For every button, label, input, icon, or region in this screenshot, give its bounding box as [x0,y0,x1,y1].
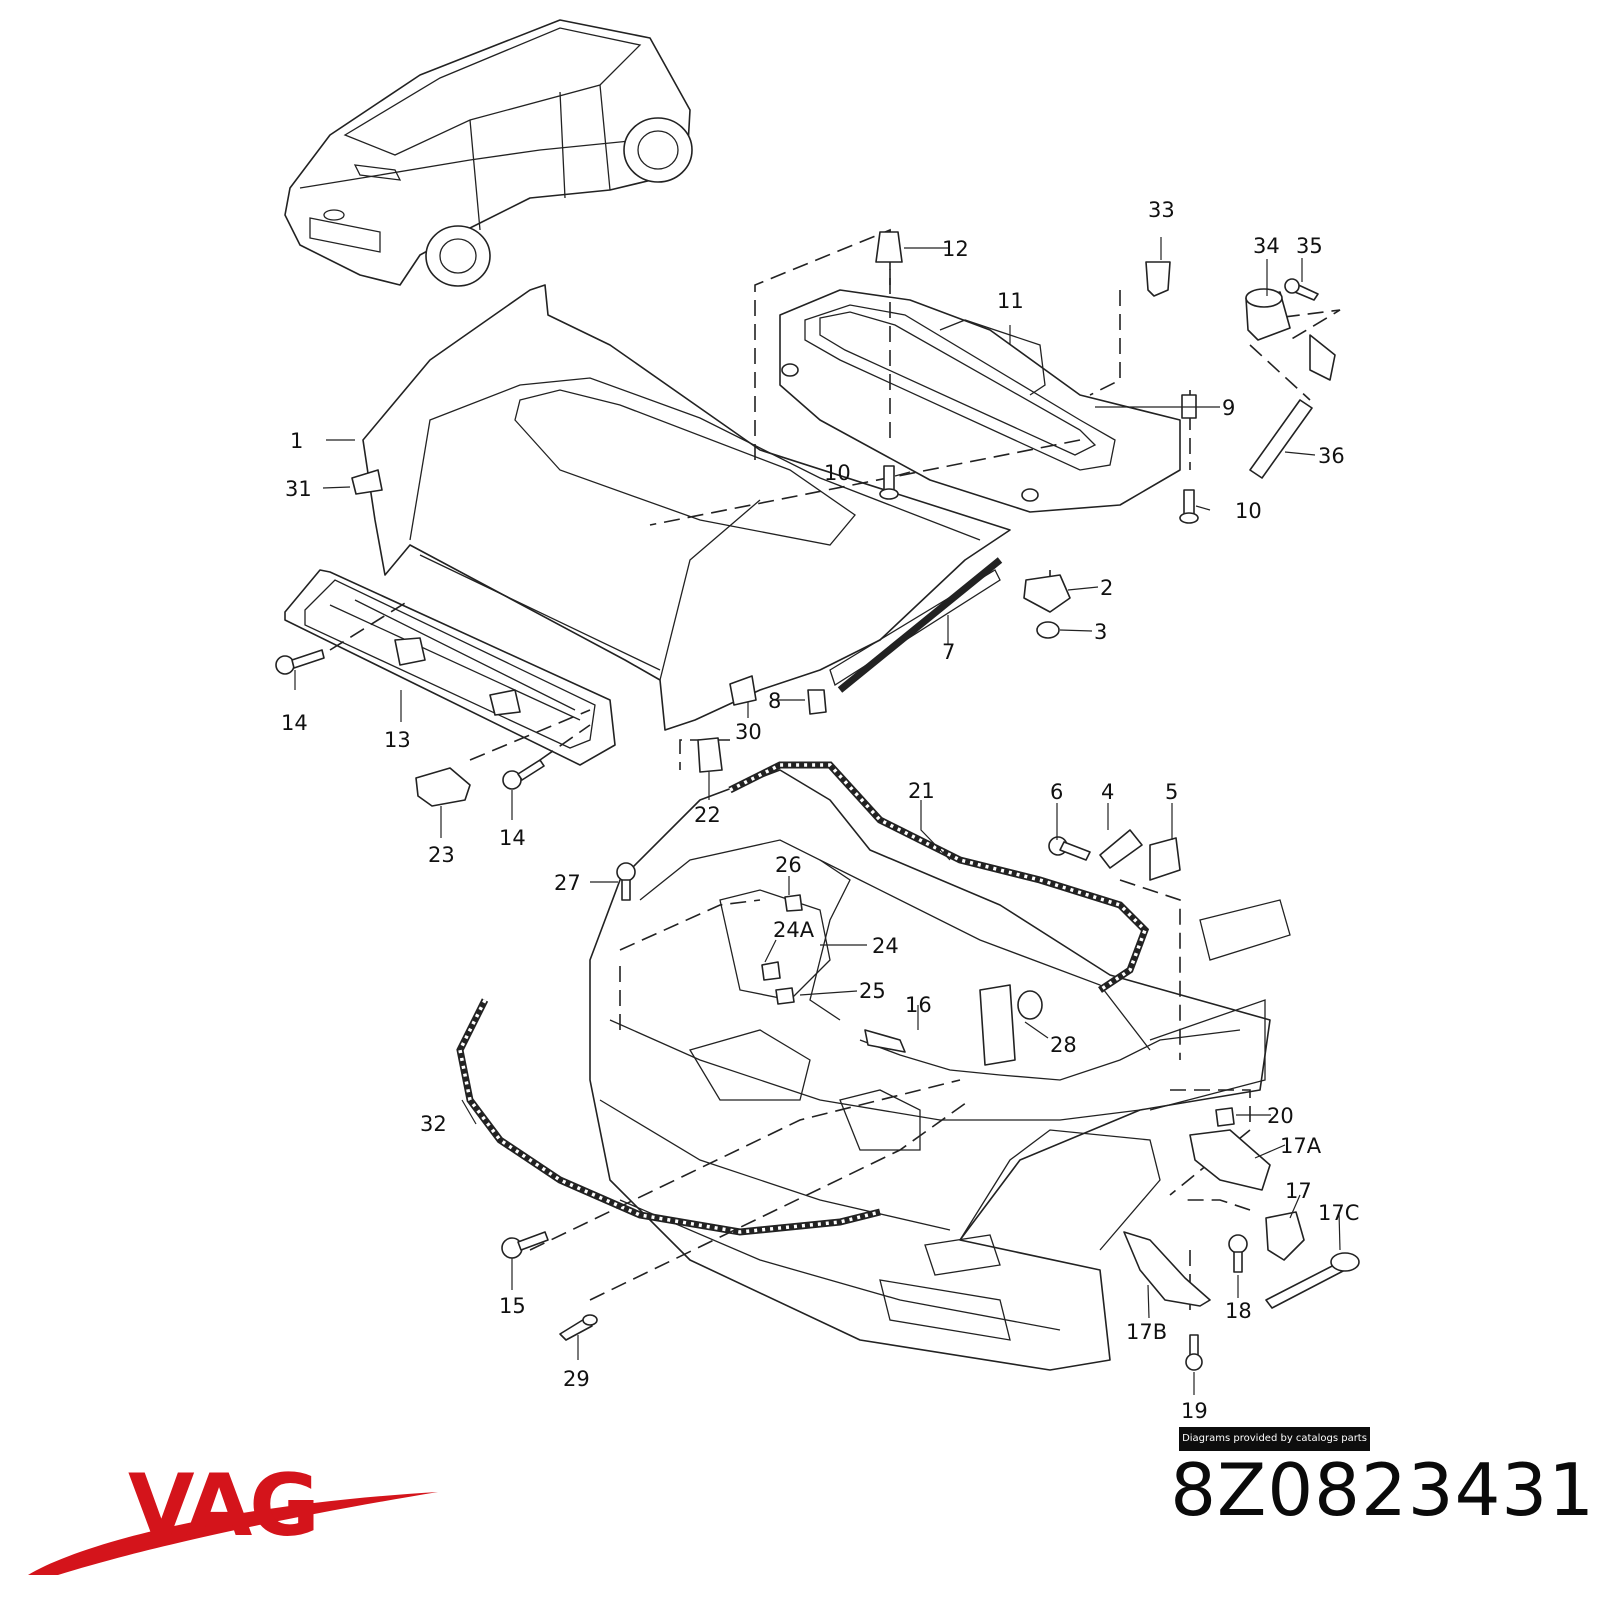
callout-17B: 17B [1126,1320,1167,1344]
callout-31: 31 [285,477,312,501]
callout-8: 8 [768,689,781,713]
engine-bay-front [589,769,1291,1371]
callout-2: 2 [1100,576,1113,600]
callout-33: 33 [1148,198,1175,222]
callout-9: 9 [1222,396,1235,420]
logo-text: VAG [128,1456,317,1556]
callout-17A: 17A [1280,1134,1322,1158]
callout-24: 24 [872,934,899,958]
callout-6: 6 [1050,780,1063,804]
callout-15: 15 [499,1294,526,1318]
callout-13: 13 [384,728,411,752]
callout-17: 17 [1285,1179,1312,1203]
callout-18: 18 [1225,1299,1252,1323]
assembly-lines [329,228,1341,1310]
callout-12: 12 [942,237,969,261]
callout-labels: 1 2 3 4 5 6 7 8 9 10 10 11 12 13 14 14 1… [281,198,1359,1423]
lock-carrier-panel [284,569,616,766]
side-seal [837,557,1003,693]
callout-4: 4 [1101,780,1114,804]
bonnet-insulation [779,289,1181,513]
callout-17C: 17C [1318,1201,1359,1225]
callout-11: 11 [997,289,1024,313]
callout-24A: 24A [773,918,815,942]
callout-16: 16 [905,993,932,1017]
leader-lines [294,237,1341,1395]
callout-35: 35 [1296,234,1323,258]
part-number: 8Z0823431 [1170,1448,1595,1532]
callout-26: 26 [775,853,802,877]
callout-27: 27 [554,871,581,895]
callout-5: 5 [1165,780,1178,804]
callout-14a: 14 [281,711,308,735]
callout-25: 25 [859,979,886,1003]
callout-1: 1 [290,429,303,453]
car-thumbnail [284,19,693,287]
logo-swoosh [28,1492,438,1575]
bonnet-panel [362,284,1011,731]
callout-19: 19 [1181,1399,1208,1423]
callout-3: 3 [1094,620,1107,644]
diagram-credit: Diagrams provided by catalogs parts [1179,1427,1370,1451]
callout-20: 20 [1267,1104,1294,1128]
brand-logo: VAG [28,1456,438,1575]
callout-14b: 14 [499,826,526,850]
callout-29: 29 [563,1367,590,1391]
callout-22: 22 [694,803,721,827]
callout-23: 23 [428,843,455,867]
callout-10a: 10 [824,461,851,485]
callout-28: 28 [1050,1033,1077,1057]
hardware [275,231,1360,1371]
callout-34: 34 [1253,234,1280,258]
callout-36: 36 [1318,444,1345,468]
callout-21: 21 [908,779,935,803]
callout-30: 30 [735,720,762,744]
callout-32: 32 [420,1112,447,1136]
callout-10b: 10 [1235,499,1262,523]
callout-7: 7 [942,640,955,664]
release-cable [859,1029,1241,1081]
